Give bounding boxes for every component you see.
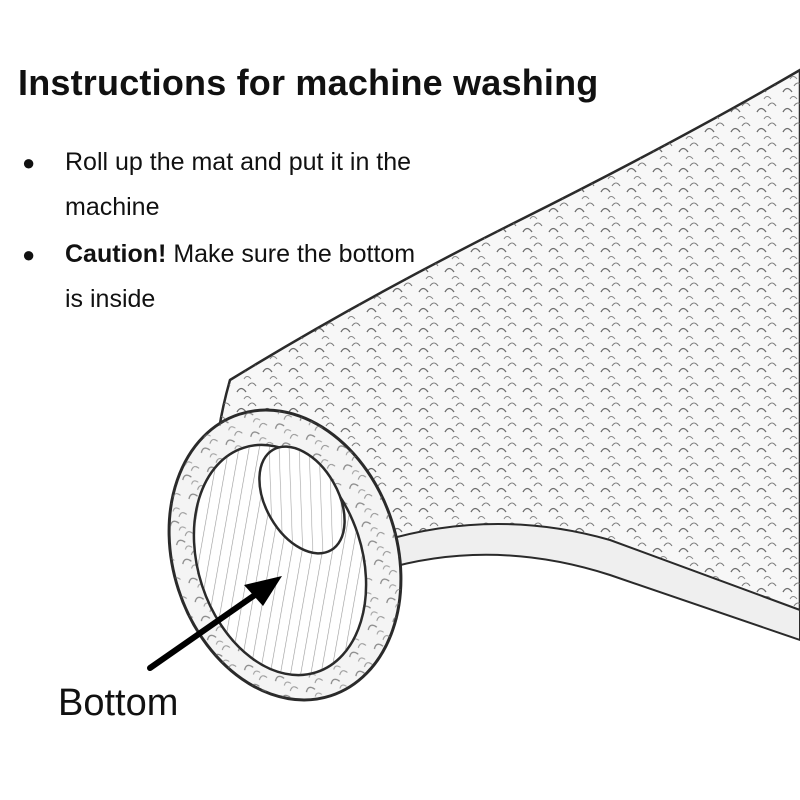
arrow-pointer-icon bbox=[147, 576, 282, 671]
instruction-text: Make sure the bottom is inside bbox=[65, 240, 416, 313]
instruction-item: ● Caution! Make sure the bottom is insid… bbox=[18, 232, 418, 322]
caution-label: Caution! bbox=[65, 240, 167, 268]
page-title: Instructions for machine washing bbox=[18, 62, 599, 103]
instruction-item: ● Roll up the mat and put it in the mach… bbox=[18, 140, 418, 230]
bullet-dot-icon: ● bbox=[22, 150, 36, 175]
roll-end bbox=[167, 408, 403, 702]
instruction-text: Roll up the mat and put it in the machin… bbox=[65, 148, 412, 221]
instruction-list: ● Roll up the mat and put it in the mach… bbox=[18, 140, 418, 324]
bullet-dot-icon: ● bbox=[22, 242, 36, 267]
bottom-callout-label: Bottom bbox=[58, 682, 179, 724]
